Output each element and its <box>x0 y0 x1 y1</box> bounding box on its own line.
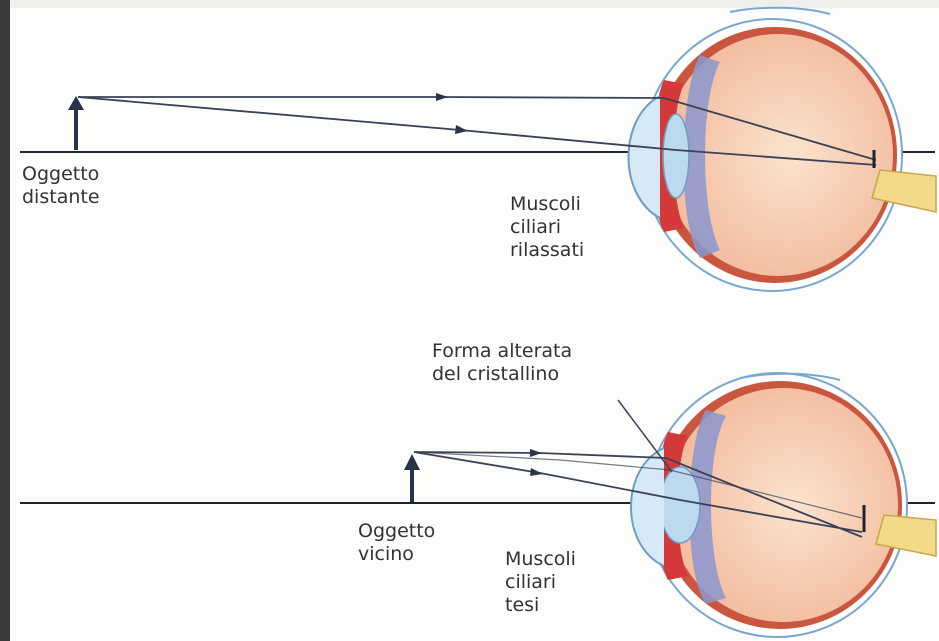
bottom-ray-parallel-arrow <box>530 449 542 457</box>
lens-label-pointer <box>618 400 672 472</box>
bottom-eye-group <box>20 373 936 637</box>
bottom-object-label: Oggetto vicino <box>358 520 435 566</box>
bottom-muscles-label: Muscoli ciliari tesi <box>505 548 576 617</box>
top-ray-parallel-arrow <box>436 93 448 101</box>
top-muscles-label: Muscoli ciliari rilassati <box>510 193 584 262</box>
top-object-label: Oggetto distante <box>22 163 100 209</box>
top-lens <box>663 114 689 198</box>
top-ray-central-arrow <box>455 125 468 134</box>
top-eyelid-line <box>730 8 830 14</box>
top-cornea <box>629 96 661 218</box>
bottom-lens-thickened <box>660 467 700 543</box>
bottom-ray-central-arrow <box>530 468 543 476</box>
bottom-object-arrow-head <box>404 454 420 470</box>
bottom-lens-label: Forma alterata del cristallino <box>432 340 572 386</box>
bottom-cornea <box>631 448 664 566</box>
top-eye-group <box>20 8 936 291</box>
